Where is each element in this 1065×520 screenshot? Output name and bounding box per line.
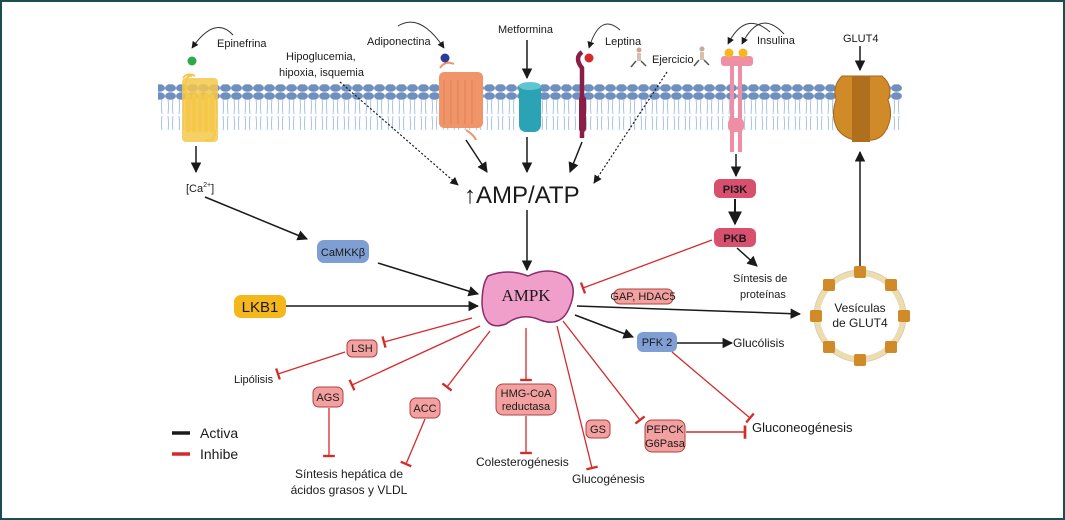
camkk-beta-label: CaMKKβ (321, 247, 365, 259)
metformin-transporter-icon (519, 82, 541, 132)
epinephrine-ligand-icon (187, 56, 197, 66)
hepatic-synthesis-label-1: Síntesis hepática de (295, 467, 403, 481)
amp-atp-ratio: ↑AMP/ATP (464, 182, 580, 209)
acc-label: ACC (413, 403, 436, 415)
protein-synthesis-label-2: proteínas (740, 289, 786, 301)
pfk2-node (637, 332, 677, 352)
insulin-receptor-icon (721, 56, 753, 152)
lsh-label: LSH (351, 343, 372, 355)
pepck-label-2: G6Pasa (645, 438, 686, 450)
ampk-lsh-inhibition (381, 317, 473, 348)
legend-activate-label: Activa (200, 425, 238, 441)
hmgcoa-label-2: reductasa (502, 401, 551, 413)
lipolysis-label: Lipólisis (234, 374, 274, 386)
camkk-ampk-arrow (377, 262, 480, 297)
insulin-ligand-icon (738, 48, 748, 58)
calcium-camkk-arrow (204, 196, 308, 241)
hepatic-synthesis-label-2: ácidos grasos y VLDL (291, 483, 408, 497)
vesicles-label-2: de GLUT4 (832, 316, 888, 330)
ampk-label: AMPK (501, 286, 551, 305)
hipoglucemia-label-1: Hipoglucemia, (286, 51, 356, 63)
leptin-receptor-icon (575, 50, 586, 138)
calcium-label: [Ca2+] (186, 182, 214, 195)
pfk2-gluconeogenesis-inhibition (671, 351, 755, 424)
runner-icon (693, 46, 710, 67)
ampk-pepck-inhibition (562, 320, 646, 425)
ampk-vesicles-arrow (576, 305, 802, 319)
ampk-node (481, 270, 574, 327)
hmgcoa-label-1: HMG-CoA (501, 388, 552, 400)
adiponectin-ligand-icon (440, 53, 450, 63)
pepck-g6pase-node (644, 419, 686, 453)
pkb-label: PKB (723, 233, 746, 245)
gap-hdac5-label: GAP, HDAC5 (610, 291, 675, 303)
adiponectina-label: Adiponectina (367, 36, 431, 48)
leptin-ligand-icon (584, 53, 594, 63)
insulina-label: Insulina (757, 35, 796, 47)
epinefrina-label: Epinefrina (217, 38, 267, 50)
legend-inhibit-label: Inhibe (200, 446, 238, 462)
insulin-ligand-icon (724, 48, 734, 58)
glut4-transporter-icon (832, 75, 892, 142)
insulin-binding-arrow (741, 22, 785, 45)
ampk-pfk2-arrow (574, 314, 634, 339)
gap-hdac5-node (613, 288, 674, 305)
glycolysis-label: Glucólisis (733, 336, 784, 350)
cholesterogenesis-label: Colesterogénesis (476, 455, 569, 469)
glut4-vesicle-icon (810, 266, 910, 366)
adiponectin-arrow (465, 139, 488, 173)
protein-synthesis-label-1: Síntesis de (733, 273, 787, 285)
lsh-node (346, 339, 378, 358)
gluconeogenesis-label: Gluconeogénesis (752, 420, 853, 435)
pi3k-label: PI3K (723, 184, 748, 196)
ampk-ags-inhibition (348, 325, 481, 391)
adiponectin-binding-arrow (397, 21, 445, 49)
vesicles-label-1: Vesículas (834, 301, 885, 315)
legend: Activa Inhibe (172, 425, 238, 462)
gs-label: GS (590, 424, 606, 436)
runner-icon (630, 47, 647, 68)
metformina-label: Metformina (498, 24, 554, 36)
insulin-binding-arrow (727, 22, 771, 45)
pfk2-label: PFK 2 (642, 337, 673, 349)
glycogenesis-label: Glucogénesis (572, 472, 645, 486)
ags-node (312, 386, 344, 408)
leptin-binding-arrow (587, 23, 621, 49)
hmgcoa-reductase-node (495, 383, 557, 416)
ejercicio-label: Ejercicio (652, 54, 694, 66)
epinephrine-binding-arrow (191, 26, 234, 49)
gs-node (585, 419, 611, 439)
ampk-glycogenesis-inhibition (556, 325, 598, 471)
ags-label: AGS (316, 392, 339, 404)
lsh-lipolysis-inhibition (275, 351, 346, 380)
leptina-label: Leptina (605, 36, 642, 48)
pkb-ampk-inhibition (579, 239, 713, 294)
lkb1-label: LKB1 (242, 299, 279, 316)
acc-node (409, 397, 441, 419)
adiponectin-receptor-icon (439, 61, 483, 141)
epinephrine-receptor-icon (182, 73, 218, 142)
lkb1-node (234, 295, 286, 318)
leptin-amp-arrow (568, 141, 583, 173)
pepck-label-1: PEPCK (646, 424, 684, 436)
acc-synthesis-inhibition (400, 418, 426, 468)
pkb-protein-synthesis-arrow (736, 247, 758, 267)
pi3k-node (714, 179, 756, 198)
hipoglucemia-label-2: hipoxia, isquemia (279, 67, 365, 79)
camkk-beta-node (317, 240, 369, 263)
pkb-node (714, 228, 756, 247)
glut4-label: GLUT4 (843, 33, 878, 45)
ampk-acc-inhibition (441, 330, 491, 392)
